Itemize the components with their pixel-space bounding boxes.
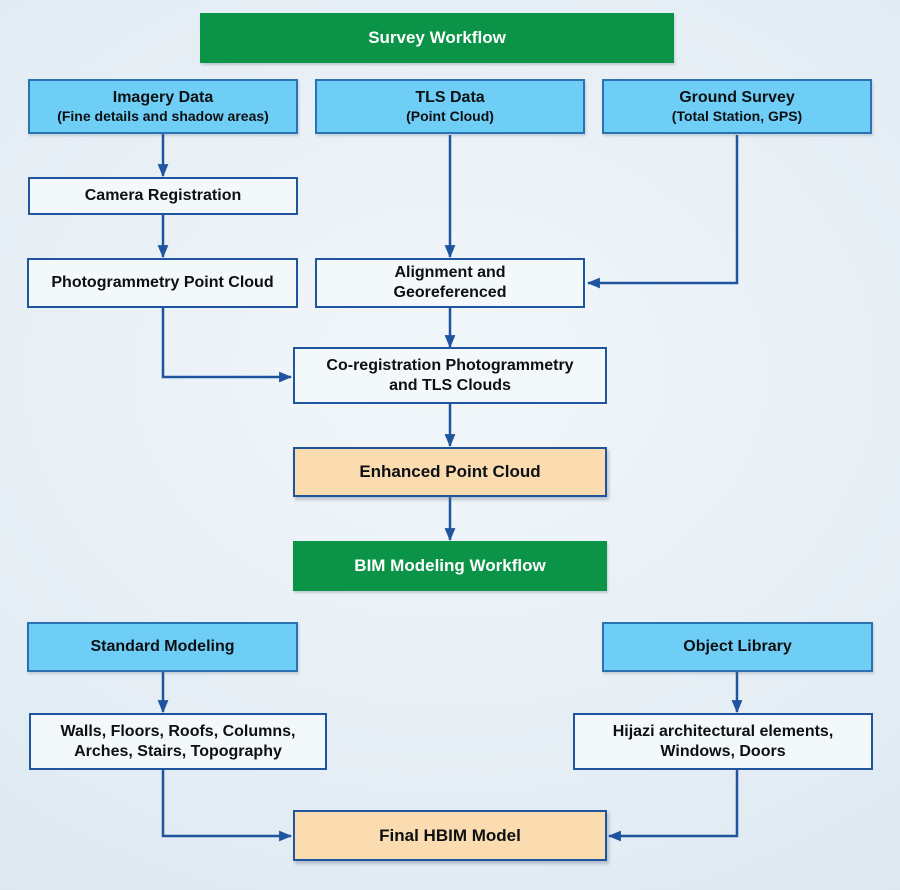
- node-imagery-data-subtitle: (Fine details and shadow areas): [57, 107, 269, 124]
- node-enhanced-point-cloud-label: Enhanced Point Cloud: [359, 462, 541, 482]
- banner-bim-modeling-workflow-label: BIM Modeling Workflow: [354, 556, 546, 576]
- node-alignment-georeferenced: Alignment and Georeferenced: [315, 258, 585, 308]
- node-hijazi-elements-line1: Hijazi architectural elements,: [612, 722, 834, 740]
- node-hijazi-elements-line2: Windows, Doors: [660, 742, 786, 760]
- banner-survey-workflow-label: Survey Workflow: [368, 28, 506, 48]
- node-object-library-label: Object Library: [683, 638, 792, 655]
- node-photogrammetry-point-cloud: Photogrammetry Point Cloud: [27, 258, 298, 308]
- node-alignment-georeferenced-line1: Alignment and: [394, 264, 506, 281]
- banner-survey-workflow: Survey Workflow: [200, 13, 674, 63]
- node-ground-survey-subtitle: (Total Station, GPS): [671, 107, 803, 124]
- node-photogrammetry-point-cloud-label: Photogrammetry Point Cloud: [51, 274, 274, 291]
- node-tls-data-subtitle: (Point Cloud): [406, 107, 494, 124]
- node-camera-registration: Camera Registration: [28, 177, 298, 215]
- node-tls-data: TLS Data (Point Cloud): [315, 79, 585, 134]
- node-coregistration-clouds-line2: and TLS Clouds: [389, 376, 511, 394]
- node-ground-survey-title: Ground Survey: [679, 88, 795, 106]
- arrow-hijazi-to-final: [607, 770, 739, 842]
- arrow-walls-to-final: [161, 770, 293, 842]
- node-coregistration-clouds: Co-registration Photogrammetry and TLS C…: [293, 347, 607, 404]
- node-walls-floors-roofs-line1: Walls, Floors, Roofs, Columns,: [60, 722, 296, 740]
- node-imagery-data: Imagery Data (Fine details and shadow ar…: [28, 79, 298, 134]
- node-hijazi-elements: Hijazi architectural elements, Windows, …: [573, 713, 873, 770]
- node-standard-modeling: Standard Modeling: [27, 622, 298, 672]
- node-enhanced-point-cloud: Enhanced Point Cloud: [293, 447, 607, 497]
- node-tls-data-title: TLS Data: [415, 88, 485, 106]
- node-camera-registration-label: Camera Registration: [84, 187, 242, 204]
- node-alignment-georeferenced-line2: Georeferenced: [393, 284, 507, 301]
- node-coregistration-clouds-line1: Co-registration Photogrammetry: [326, 356, 574, 374]
- node-ground-survey: Ground Survey (Total Station, GPS): [602, 79, 872, 134]
- arrow-photogrammetry-to-coregistration: [161, 308, 293, 383]
- arrow-ground-to-alignment: [586, 135, 739, 289]
- node-imagery-data-title: Imagery Data: [112, 88, 214, 106]
- node-walls-floors-roofs: Walls, Floors, Roofs, Columns, Arches, S…: [29, 713, 327, 770]
- node-walls-floors-roofs-line2: Arches, Stairs, Topography: [74, 742, 282, 760]
- node-final-hbim-model-label: Final HBIM Model: [379, 825, 521, 845]
- node-final-hbim-model: Final HBIM Model: [293, 810, 607, 861]
- banner-bim-modeling-workflow: BIM Modeling Workflow: [293, 541, 607, 591]
- node-standard-modeling-label: Standard Modeling: [90, 638, 235, 655]
- node-object-library: Object Library: [602, 622, 873, 672]
